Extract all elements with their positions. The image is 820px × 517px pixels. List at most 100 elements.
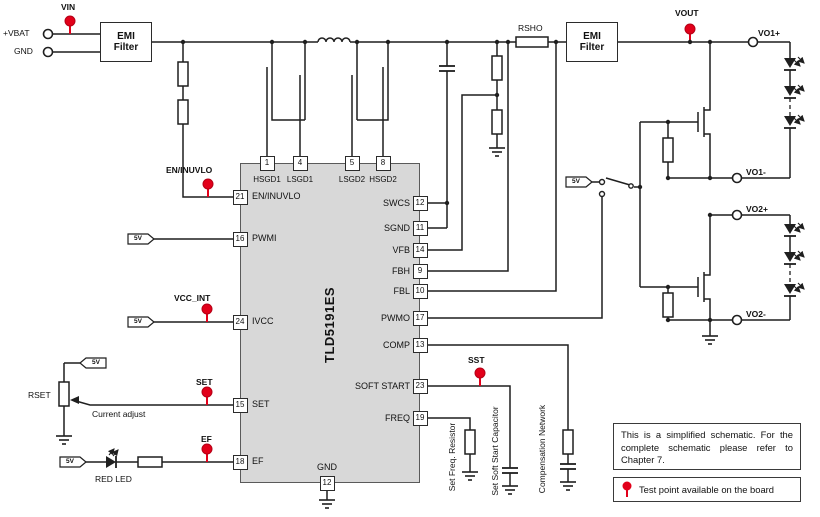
- ground-symbol: [55, 435, 73, 445]
- test-point-label-ef: EF: [201, 434, 212, 444]
- resistor: [177, 99, 189, 125]
- wire-segments: [52, 33, 791, 500]
- pin-label-lsgd2: LSGD2: [338, 175, 366, 184]
- soft-start-capacitor: [501, 467, 519, 474]
- gnd-input-label: GND: [14, 46, 33, 56]
- pin-vfb: 14: [412, 242, 428, 258]
- pin-label-comp: COMP: [383, 340, 410, 350]
- ground-symbol: [461, 471, 479, 481]
- switch-contact: [598, 190, 606, 198]
- led-icon: [784, 283, 804, 296]
- rsho-label: RSHO: [518, 23, 543, 33]
- pin-label-ef: EF: [252, 456, 264, 466]
- supply-flag-label: 5V: [66, 458, 74, 465]
- pin-fbl: 10: [412, 283, 428, 299]
- pin-ivcc: 24: [232, 314, 248, 330]
- test-point-icon: [64, 15, 76, 35]
- pin-sgnd: 11: [412, 220, 428, 236]
- resistor: [491, 55, 503, 81]
- emi-filter-output-label: EMI Filter: [579, 30, 605, 54]
- freq-resistor-label: Set Freq. Resistor: [447, 422, 457, 492]
- led-icon: [784, 251, 804, 264]
- vo2-plus-terminal: [731, 209, 743, 221]
- emi-filter-input-label: EMI Filter: [113, 30, 139, 54]
- junction-dots: [180, 39, 713, 323]
- test-point-icon: [201, 303, 213, 323]
- pin-ef: 18: [232, 454, 248, 470]
- test-point-legend-text: Test point available on the board: [639, 484, 774, 495]
- vbat-terminal: [42, 28, 54, 40]
- simplified-schematic-note: This is a simplified schematic. For the …: [613, 423, 801, 470]
- pin-lsgd1: 4: [292, 155, 308, 171]
- ground-symbol: [501, 485, 519, 495]
- pin-pwmi: 16: [232, 231, 248, 247]
- test-point-icon: [474, 367, 486, 387]
- current-adjust-label: Current adjust: [92, 409, 146, 419]
- pin-comp: 13: [412, 337, 428, 353]
- supply-flag-label: 5V: [134, 318, 142, 325]
- pin-soft-start: 23: [412, 378, 428, 394]
- capacitor: [438, 65, 456, 72]
- compensation-network-label: Compensation Network: [537, 404, 547, 494]
- test-point-label-vout: VOUT: [675, 8, 699, 18]
- test-point-icon: [201, 386, 213, 406]
- vo2-minus-terminal: [731, 314, 743, 326]
- vo1-plus-terminal: [747, 36, 759, 48]
- ic-name: TLD5191ES: [322, 286, 337, 363]
- pin-label-fbl: FBL: [393, 286, 410, 296]
- pin-swcs: 12: [412, 195, 428, 211]
- led-icon: [784, 85, 804, 98]
- led-icon: [784, 57, 804, 70]
- pin-label-sgnd: SGND: [383, 223, 410, 233]
- pin-freq: 19: [412, 410, 428, 426]
- led-series-resistor: [137, 456, 163, 468]
- pin-fbh: 9: [412, 263, 428, 279]
- ground-symbol: [488, 147, 506, 157]
- red-led-icon: [106, 449, 118, 468]
- pin-gnd: 12: [319, 475, 335, 491]
- supply-flag-label: 5V: [572, 178, 580, 185]
- switch-blade: [605, 177, 631, 186]
- compensation-capacitor: [559, 463, 577, 470]
- resistor: [662, 292, 674, 318]
- vbat-label: +VBAT: [3, 28, 30, 38]
- rset-potentiometer: [58, 381, 70, 407]
- emi-filter-input: EMI Filter: [100, 22, 152, 62]
- test-point-label-vin: VIN: [61, 2, 76, 12]
- test-point-label-vcc-int: VCC_INT: [174, 293, 211, 303]
- pot-wiper-arrow: [70, 396, 79, 404]
- freq-set-resistor: [464, 429, 476, 455]
- test-point-icon: [622, 481, 632, 497]
- components: [42, 15, 805, 509]
- pin-label-en-inuvlo: EN/INUVLO: [252, 191, 301, 201]
- supply-flag-label: 5V: [92, 359, 100, 366]
- emi-filter-output: EMI Filter: [566, 22, 618, 62]
- test-point-icon: [201, 443, 213, 463]
- vo2-plus-label: VO2+: [746, 204, 768, 214]
- ground-symbol: [559, 481, 577, 491]
- switch-contact: [598, 178, 606, 186]
- pin-set: 15: [232, 397, 248, 413]
- resistor: [177, 61, 189, 87]
- pin-label-gnd: GND: [317, 462, 337, 472]
- red-led-label: RED LED: [95, 474, 132, 484]
- pin-label-hsgd2: HSGD2: [369, 175, 397, 184]
- pin-label-lsgd1: LSGD1: [286, 175, 314, 184]
- vo1-plus-label: VO1+: [758, 28, 780, 38]
- supply-flag-label: 5V: [134, 235, 142, 242]
- test-point-legend: Test point available on the board: [613, 477, 801, 502]
- test-point-label-set: SET: [196, 377, 213, 387]
- test-point-icon: [684, 23, 696, 43]
- pin-label-pwmi: PWMI: [252, 233, 277, 243]
- pin-label-soft-start: SOFT START: [354, 381, 410, 391]
- pin-hsgd2: 8: [375, 155, 391, 171]
- vo1-minus-label: VO1-: [746, 167, 766, 177]
- compensation-resistor: [562, 429, 574, 455]
- led-icon: [784, 115, 804, 128]
- ground-symbol: [701, 335, 719, 345]
- vo1-minus-terminal: [731, 172, 743, 184]
- rsho-shunt-resistor: [515, 36, 549, 48]
- test-point-label-sst: SST: [468, 355, 485, 365]
- switch-pivot: [628, 183, 634, 189]
